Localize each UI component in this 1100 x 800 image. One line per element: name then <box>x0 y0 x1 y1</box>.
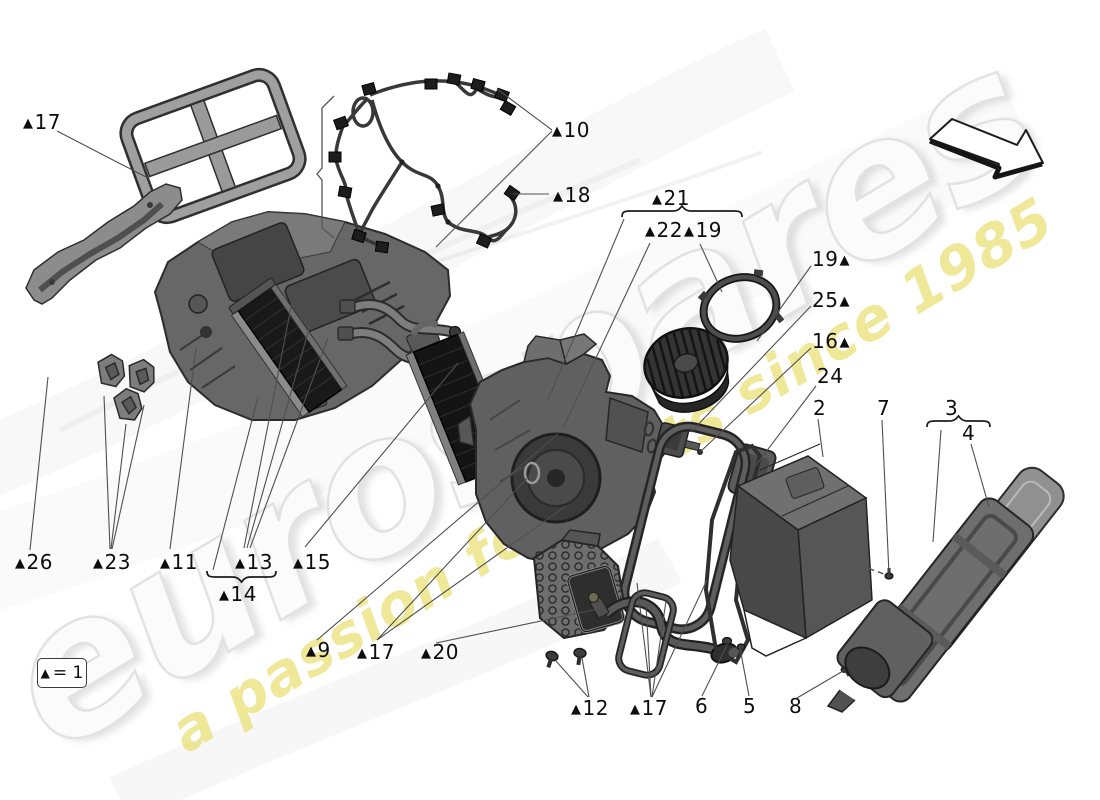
side-duct-assembly-part <box>811 466 1065 713</box>
part-number-label: ▲26 <box>15 550 53 574</box>
part-number-label: ▲9 <box>306 638 331 662</box>
part-number-label: 2 <box>813 396 827 420</box>
legend-box: ▲ = 1 <box>37 658 87 688</box>
part-number-label: ▲17 <box>630 696 668 720</box>
part-number-label: ▲17 <box>23 110 61 134</box>
filter-seal-part <box>119 67 307 225</box>
part-number-label: ▲18 <box>553 183 591 207</box>
part-number-label: 5 <box>743 694 757 718</box>
part-number-label: ▲23 <box>93 550 131 574</box>
part-number-label: ▲20 <box>421 640 459 664</box>
leader-lines <box>29 88 990 699</box>
air-box-part <box>703 443 873 665</box>
small-gasket-part <box>615 589 677 679</box>
blower-motor-part <box>643 327 730 413</box>
group-braces <box>206 204 991 584</box>
part-number-label: 3 <box>945 396 959 420</box>
legend-triangle-icon: ▲ <box>40 666 50 680</box>
direction-arrow-icon <box>929 118 1044 180</box>
clip-parts <box>97 353 155 421</box>
part-number-label: ▲15 <box>293 550 331 574</box>
part-number-label: ▲19 <box>684 218 722 242</box>
part-number-label: ▲13 <box>235 550 273 574</box>
part-number-label: ▲10 <box>552 118 590 142</box>
bracket-rail-part <box>25 183 183 305</box>
part-number-label: 8 <box>789 694 803 718</box>
legend-text: = 1 <box>52 663 84 683</box>
part-number-label: ▲12 <box>571 696 609 720</box>
part-number-label: 7 <box>877 396 891 420</box>
ring-gasket-part <box>697 269 785 343</box>
part-number-label: ▲14 <box>219 582 257 606</box>
part-number-label: 25▲ <box>812 288 850 312</box>
part-number-label: ▲17 <box>357 640 395 664</box>
part-number-label: 4 <box>962 421 976 445</box>
part-number-label: ▲21 <box>652 186 690 210</box>
part-number-label: 19▲ <box>812 247 850 271</box>
part-number-label: 6 <box>695 694 709 718</box>
part-number-label: 16▲ <box>812 329 850 353</box>
part-number-label: ▲11 <box>160 550 198 574</box>
part-number-label: 24 <box>817 364 844 388</box>
part-number-label: ▲22 <box>645 218 683 242</box>
